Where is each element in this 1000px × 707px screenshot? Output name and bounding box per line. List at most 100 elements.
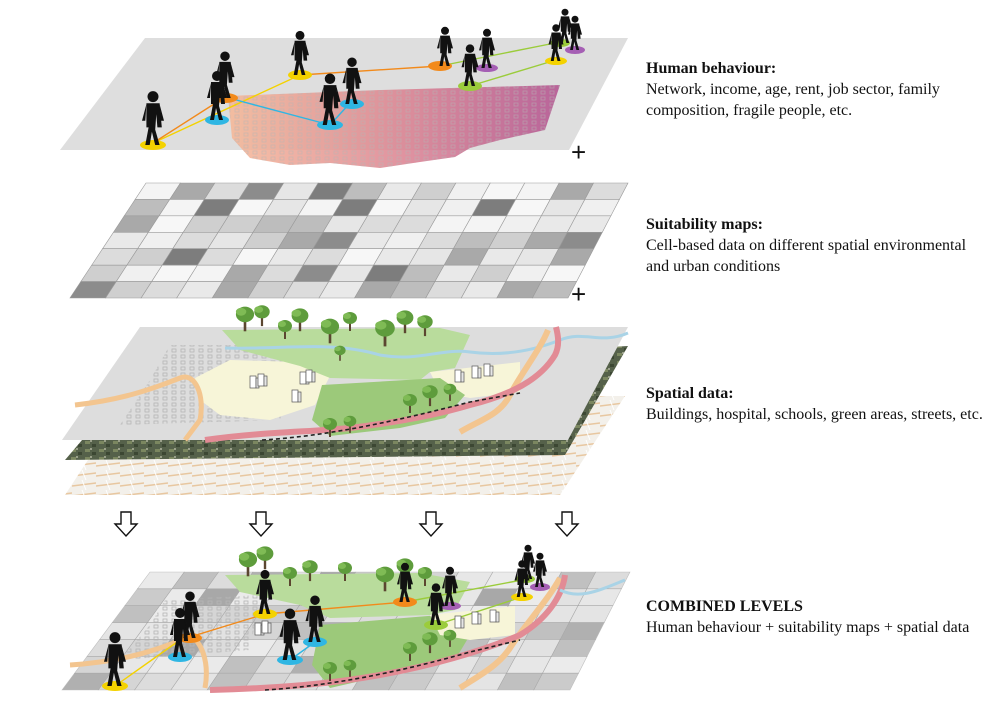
building-icon: [489, 609, 500, 623]
caption-body: Network, income, age, rent, job sector, …: [646, 81, 940, 119]
grid-cell: [533, 672, 580, 691]
person-icon: [548, 24, 564, 61]
trees: [238, 546, 457, 681]
grid-cell: [531, 281, 578, 299]
caption-body: Buildings, hospital, schools, green area…: [646, 406, 983, 423]
tree-icon: [320, 318, 340, 344]
person-icon: [568, 15, 582, 50]
down-arrow-icon: [113, 511, 139, 538]
person-icon: [397, 562, 413, 602]
caption-combined-levels: COMBINED LEVELS Human behaviour + suitab…: [646, 596, 986, 638]
person-icon: [427, 583, 445, 625]
tree-icon: [343, 312, 357, 331]
tree-icon: [238, 551, 258, 577]
person-icon: [479, 28, 495, 68]
tree-icon: [422, 385, 438, 407]
tree-icon: [375, 566, 395, 592]
tree-icon: [235, 306, 255, 332]
suitability-cells: [69, 182, 629, 299]
tree-icon: [302, 560, 318, 582]
down-arrow-icon: [248, 511, 274, 538]
person-icon: [342, 57, 362, 104]
behaviour-texture: [228, 85, 560, 168]
tree-icon: [443, 383, 457, 401]
caption-heading: COMBINED LEVELS: [646, 598, 803, 615]
rail-line: [261, 392, 521, 441]
human-behaviour-layer: [60, 8, 628, 168]
tree-icon: [323, 662, 337, 681]
landmark-buildings: [254, 609, 500, 636]
combined-layer: [61, 544, 631, 693]
tree-icon: [443, 629, 457, 647]
tree-icon: [334, 345, 346, 361]
building-icon: [454, 615, 465, 629]
down-arrow-icon: [554, 511, 580, 538]
person-icon: [207, 71, 227, 120]
rail-line: [264, 639, 521, 691]
building-icon: [305, 369, 316, 383]
tree-icon: [278, 320, 292, 339]
tree-icon: [396, 310, 414, 334]
down-arrows: [113, 511, 580, 538]
person-icon: [521, 544, 535, 579]
down-arrow-icon: [418, 511, 444, 538]
tree-icon: [418, 567, 432, 586]
tree-icon: [291, 308, 309, 332]
person-icon: [442, 566, 458, 606]
suitability-layer: [69, 182, 629, 299]
person-icon: [279, 608, 301, 660]
caption-heading: Spatial data:: [646, 385, 734, 402]
tree-icon: [254, 305, 270, 327]
person-icon: [291, 30, 309, 75]
river: [224, 331, 629, 359]
tree-icon: [323, 418, 337, 437]
plus-operator: +: [571, 137, 587, 167]
caption-body: Cell-based data on different spatial env…: [646, 237, 967, 275]
building-icon: [471, 611, 482, 625]
building-icon: [291, 389, 302, 403]
person-icon: [461, 44, 479, 86]
caption-suitability-maps: Suitability maps: Cell-based data on dif…: [646, 214, 986, 277]
caption-heading: Suitability maps:: [646, 216, 763, 233]
river: [559, 578, 626, 596]
tree-icon: [338, 562, 352, 581]
green-area: [222, 328, 470, 380]
spatial-data-layer: [62, 305, 629, 495]
person-icon: [180, 591, 200, 638]
person-icon: [437, 26, 453, 66]
road-pink: [204, 326, 562, 443]
tree-icon: [343, 659, 357, 677]
building-icon: [261, 620, 272, 634]
building-icon: [257, 373, 268, 387]
landmark-buildings: [249, 363, 494, 403]
person-icon: [305, 595, 325, 642]
tree-icon: [256, 546, 274, 570]
person-icon: [142, 91, 164, 145]
building-icon: [249, 375, 260, 389]
tree-icon: [403, 394, 417, 413]
residential-zone: [195, 360, 330, 420]
caption-body: Human behaviour + suitability maps + spa…: [646, 619, 970, 636]
people: [142, 8, 582, 145]
network-nodes: [102, 575, 550, 691]
tree-icon: [343, 415, 357, 433]
person-icon: [256, 569, 274, 614]
plus-operator: +: [571, 279, 587, 309]
building-icon: [454, 369, 465, 383]
person-icon: [104, 632, 126, 686]
trees: [235, 305, 457, 437]
people: [104, 544, 547, 686]
person-icon: [319, 73, 341, 125]
tree-icon: [417, 315, 433, 337]
building-icon: [483, 363, 494, 377]
person-icon: [533, 552, 547, 587]
building-icon: [471, 365, 482, 379]
tree-icon: [422, 632, 438, 654]
tree-icon: [283, 567, 297, 586]
caption-heading: Human behaviour:: [646, 60, 777, 77]
tree-icon: [375, 319, 395, 347]
caption-human-behaviour: Human behaviour: Network, income, age, r…: [646, 58, 986, 121]
road-orange: [458, 576, 563, 691]
caption-spatial-data: Spatial data: Buildings, hospital, schoo…: [646, 383, 986, 425]
